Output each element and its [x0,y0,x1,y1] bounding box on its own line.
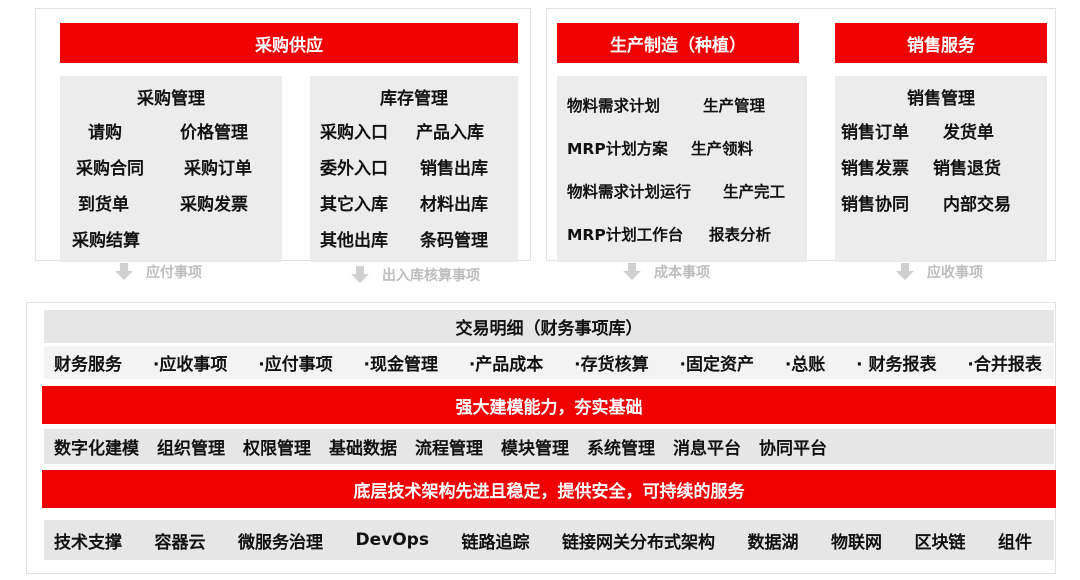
flow-label: 应付事项 [146,265,202,281]
down-arrow-icon [623,263,641,280]
purchase-item: 请购 [88,123,122,143]
production-item: 生产管理 [703,97,766,115]
infra-banner: 底层技术架构先进且稳定，提供安全，可持续的服务 [42,470,1056,508]
modeling-item: 基础数据 [329,439,397,459]
infra-item: 微服务治理 [238,532,323,553]
purchase-item: 到货单 [78,195,129,215]
sales-header: 销售服务 [835,23,1047,63]
purchase-item: 采购订单 [184,159,252,179]
infra-title: 底层技术架构先进且稳定，提供安全，可持续的服务 [353,481,745,502]
purchase-item: 采购合同 [76,159,144,179]
production-item: MRP计划方案 [567,140,668,158]
inventory-item: 产品入库 [416,123,484,143]
inventory-item: 条码管理 [420,231,488,251]
infra-item: 链接网关分布式架构 [561,532,715,553]
ledger-item: ·合并报表 [967,355,1042,375]
flow-receivables: 应收事项 [895,262,983,282]
purchase-item: 价格管理 [180,123,248,143]
infra-item: 物联网 [830,532,882,553]
modeling-item: 系统管理 [587,439,655,459]
infra-item: 容器云 [154,532,206,553]
flow-label: 出入库核算事项 [382,268,480,284]
modeling-items-row: 数字化建模 组织管理 权限管理 基础数据 流程管理 模块管理 系统管理 消息平台… [44,429,1054,464]
infra-item: DevOps [355,530,429,550]
flow-inventory-accounting: 出入库核算事项 [350,265,480,285]
production-header: 生产制造（种植） [557,23,799,63]
production-item: 物料需求计划 [567,97,661,115]
modeling-item: 消息平台 [673,439,741,459]
inventory-mgmt-box: 库存管理 采购入口 产品入库 委外入口 销售出库 其它入库 材料出库 其他出库 … [310,76,518,262]
purchase-item: 采购结算 [72,231,140,251]
infra-item: 技术支撑 [54,532,122,553]
sales-item: 销售订单 [841,123,909,143]
ledger-title-bar: 交易明细（财务事项库） [44,310,1054,343]
modeling-item: 数字化建模 [54,439,139,459]
purchase-mgmt-box: 采购管理 请购 价格管理 采购合同 采购订单 到货单 采购发票 采购结算 [60,76,282,262]
sales-item: 销售发票 [841,159,909,179]
sales-item: 销售退货 [933,159,1001,179]
sales-mgmt-title: 销售管理 [907,89,975,109]
inventory-item: 材料出库 [420,195,488,215]
flow-label: 应收事项 [927,265,983,281]
down-arrow-icon [351,266,369,283]
inventory-item: 其他出库 [320,231,388,251]
modeling-item: 组织管理 [157,439,225,459]
modeling-title: 强大建模能力，夯实基础 [455,397,643,418]
down-arrow-icon [115,263,133,280]
inventory-item: 采购入口 [320,123,388,143]
production-sales-panel: 生产制造（种植） 物料需求计划 生产管理 MRP计划方案 生产领料 物料需求计划… [546,8,1056,262]
flow-payables: 应付事项 [114,262,202,282]
inventory-item: 委外入口 [320,159,388,179]
modeling-item: 协同平台 [759,439,827,459]
infra-item: 区块链 [914,532,966,553]
purchase-mgmt-title: 采购管理 [137,89,205,109]
flow-cost: 成本事项 [622,262,710,282]
infra-item: 数据湖 [747,532,799,553]
purchase-item: 采购发票 [180,195,248,215]
ledger-item: 财务服务 [54,355,122,375]
production-item: 生产领料 [691,140,754,158]
procurement-panel: 采购供应 采购管理 请购 价格管理 采购合同 采购订单 到货单 采购发票 采购结… [35,8,531,262]
ledger-item: ·现金管理 [363,355,438,375]
ledger-item: ·应收事项 [152,355,228,375]
production-item: 报表分析 [709,226,772,244]
modeling-banner: 强大建模能力，夯实基础 [42,386,1056,424]
ledger-item: ·产品成本 [468,355,544,375]
production-item: MRP计划工作台 [567,226,684,244]
production-item: 物料需求计划运行 [567,183,692,201]
production-item: 生产完工 [723,183,786,201]
modeling-item: 流程管理 [415,439,483,459]
down-arrow-icon [896,263,914,280]
ledger-item: ·固定资产 [679,355,754,375]
sales-mgmt-box: 销售管理 销售订单 发货单 销售发票 销售退货 销售协同 内部交易 [835,76,1047,262]
production-box: 物料需求计划 生产管理 MRP计划方案 生产领料 物料需求计划运行 生产完工 M… [557,76,807,262]
modeling-item: 模块管理 [501,439,569,459]
ledger-item: ·存货核算 [574,355,649,375]
procurement-header: 采购供应 [60,23,518,63]
sales-item: 发货单 [943,123,994,143]
flow-label: 成本事项 [654,265,710,281]
ledger-item: · 财务报表 [856,355,937,375]
sales-item: 销售协同 [841,195,909,215]
modeling-item: 权限管理 [243,439,311,459]
sales-item: 内部交易 [943,195,1011,215]
inventory-item: 销售出库 [420,159,488,179]
inventory-item: 其它入库 [320,195,388,215]
ledger-title: 交易明细（财务事项库） [455,319,643,339]
infra-item: 链路追踪 [461,532,530,553]
inventory-mgmt-title: 库存管理 [380,89,448,109]
infra-items-row: 技术支撑 容器云 微服务治理 DevOps 链路追踪 链接网关分布式架构 数据湖… [44,520,1054,560]
ledger-items-row: 财务服务 ·应收事项 ·应付事项 ·现金管理 ·产品成本 ·存货核算 ·固定资产… [44,346,1054,379]
ledger-item: ·总账 [784,355,826,375]
ledger-item: ·应付事项 [258,355,333,375]
infra-item: 组件 [997,532,1032,553]
